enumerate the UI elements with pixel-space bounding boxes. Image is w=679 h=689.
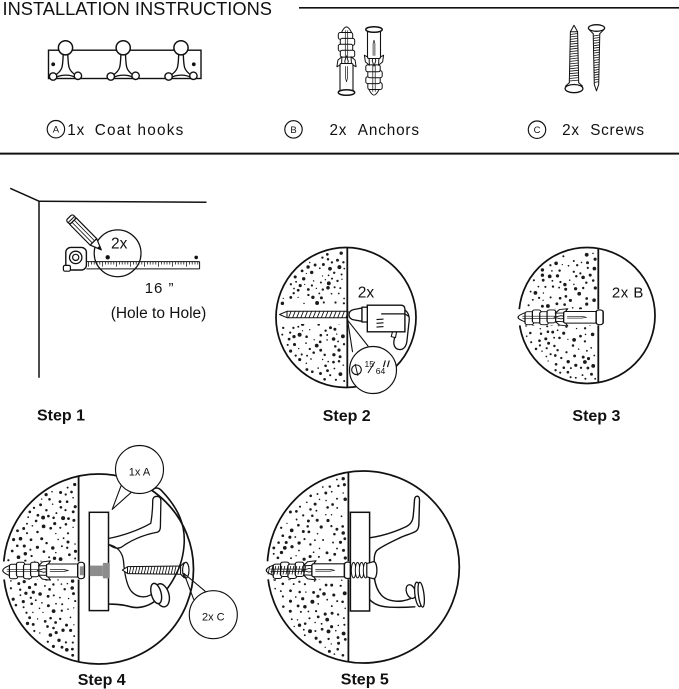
svg-text:Step 4: Step 4 [78, 672, 126, 689]
svg-text:B: B [290, 125, 296, 136]
svg-text:16 ”: 16 ” [145, 280, 175, 297]
svg-text:2x: 2x [330, 122, 348, 139]
svg-text:64: 64 [376, 366, 386, 376]
svg-text:2x: 2x [111, 236, 128, 253]
svg-text:1x: 1x [67, 122, 85, 139]
svg-text:Step 2: Step 2 [323, 408, 371, 425]
svg-text:INSTALLATION INSTRUCTIONS: INSTALLATION INSTRUCTIONS [3, 0, 273, 19]
svg-text:2x: 2x [358, 285, 375, 302]
svg-text:2x: 2x [562, 122, 580, 139]
svg-text:C: C [534, 125, 541, 136]
svg-text:2x C: 2x C [202, 612, 225, 624]
svg-text:A: A [53, 125, 60, 136]
svg-text:Step 1: Step 1 [37, 408, 85, 425]
svg-text:1x A: 1x A [129, 466, 151, 478]
svg-text:Step 5: Step 5 [341, 672, 389, 689]
svg-text:15: 15 [365, 359, 375, 369]
svg-text:2x B: 2x B [612, 285, 644, 302]
svg-text:(Hole to Hole): (Hole to Hole) [111, 305, 207, 322]
svg-text:Anchors: Anchors [358, 122, 420, 139]
svg-text:Screws: Screws [590, 122, 645, 139]
svg-text:Coat hooks: Coat hooks [95, 122, 185, 139]
svg-text:Step 3: Step 3 [572, 408, 620, 425]
